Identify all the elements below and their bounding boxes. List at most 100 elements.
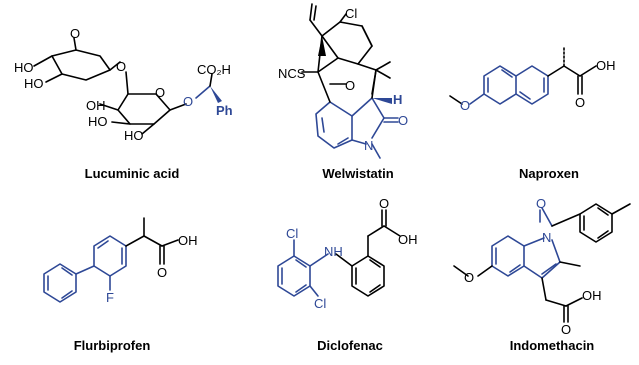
atom-o-acid: O (561, 322, 571, 337)
bond-me-2 (375, 69, 391, 79)
atom-oh: OH (582, 288, 602, 303)
atom-ho-1: HO (14, 60, 34, 75)
bond-ar-ch (125, 235, 145, 247)
bond-c-oh (383, 225, 401, 237)
structure-indomethacin: O N O OH O (453, 196, 631, 337)
bond-dcl-db-3 (295, 259, 307, 268)
bond-c3-ch2 (541, 277, 547, 301)
atom-ho-2: HO (24, 76, 44, 91)
atom-ph: Ph (216, 103, 233, 118)
bond-cl (339, 13, 347, 23)
bond-cp-db-3 (597, 230, 609, 239)
bond-ch2-cooh (545, 299, 567, 307)
bond-h-wedge (372, 98, 392, 104)
atom-oh: OH (398, 232, 418, 247)
structure-diclofenac: Cl Cl NH OH O (277, 196, 418, 311)
bond-ho1 (33, 55, 53, 67)
bond-o-me (449, 95, 463, 105)
bond-c2-c3-db (541, 263, 557, 275)
bond-ar-db-3 (369, 259, 381, 268)
atom-n: N (364, 138, 373, 153)
bond-n-ar (351, 139, 367, 145)
caption-indomethacin: Indomethacin (510, 338, 595, 353)
atom-co2h: CO₂H (197, 62, 231, 77)
atom-o-lactam: O (398, 113, 408, 128)
atom-h: H (393, 92, 402, 107)
bond-ho4 (141, 123, 155, 135)
bond-cp-db-2 (597, 207, 609, 216)
bond-n-me (371, 143, 381, 159)
bond-benzo-ring (315, 101, 353, 149)
bond-ho3 (111, 121, 131, 125)
atom-o-link: O (116, 59, 126, 74)
bond-ar-ch (547, 65, 565, 77)
bond-c-oh (579, 65, 597, 77)
atom-cl: Cl (345, 6, 357, 21)
bond-o-me (453, 265, 469, 277)
bond-quat-c (317, 35, 323, 73)
atom-ncs: NCS (278, 66, 306, 81)
bond-naph-db-3 (519, 91, 531, 100)
atom-f: F (106, 290, 114, 305)
bond-oh1 (99, 103, 119, 111)
atom-o-ring-1: O (70, 26, 80, 41)
bond-ar-nh (309, 253, 329, 267)
caption-naproxen: Naproxen (519, 166, 579, 181)
bond-carbonyl-ar (551, 213, 581, 227)
atom-o-acid: O (575, 95, 585, 110)
bond-c3-c2 (371, 97, 385, 119)
atom-cl-2: Cl (314, 296, 326, 311)
bond-ch-cooh (143, 235, 163, 247)
atom-ho-4: HO (124, 128, 144, 143)
bond-fluoro-db-1 (97, 240, 109, 249)
bond-co-n (541, 207, 553, 227)
atom-o-methoxy: O (460, 98, 470, 113)
bond-vinyl-1 (309, 19, 323, 37)
bond-naph-db-2 (501, 69, 513, 78)
atom-ho-3: HO (88, 114, 108, 129)
bond-ind-db-2 (509, 264, 521, 273)
bond-h-stereo (361, 25, 373, 47)
bond-gly-o (169, 103, 187, 111)
bond-c3-gem (371, 69, 377, 99)
atom-o-methoxy: O (464, 270, 474, 285)
bond-vinyl-3 (313, 5, 317, 21)
bond-c2-n (371, 117, 385, 139)
bond-c-oh (161, 239, 179, 247)
bond-chlorophenyl-ring (579, 203, 613, 243)
bond-ch2-cooh (367, 225, 385, 237)
bond-para-sub (611, 203, 631, 215)
structure-lucuminic-acid: HO HO O O O OH HO HO O CO₂H Ph (14, 26, 233, 143)
bond-gem-c (357, 63, 377, 71)
atom-o-ring-2: O (155, 85, 165, 100)
bond-ar-o (469, 93, 485, 105)
bond-me-1 (375, 61, 391, 71)
structure-naproxen: O O OH (449, 45, 616, 113)
atom-o-acid: O (379, 196, 389, 211)
bond-wedge-ph (210, 86, 222, 103)
bond-c-cl2 (309, 285, 319, 297)
bond-c-n (523, 237, 545, 247)
atom-oh: OH (178, 233, 198, 248)
bond-n-c2 (551, 239, 561, 263)
bond-link-o1 (109, 61, 121, 71)
bond-c-oh (565, 297, 583, 307)
atom-o-ketone: O (345, 78, 355, 93)
bond-c2-c3 (541, 261, 561, 279)
bond-vinyl-2 (309, 3, 313, 21)
caption-welwistatin: Welwistatin (322, 166, 393, 181)
atom-o-acid: O (157, 265, 167, 280)
bond-cyclohexane (321, 21, 373, 65)
atom-o-carbonyl: O (536, 196, 546, 211)
bond-c2-me (559, 261, 581, 267)
bond-link-o2 (125, 71, 129, 95)
bond-c3 (351, 97, 373, 117)
atom-oh-1: OH (86, 98, 106, 113)
bond-ar-o (477, 265, 493, 277)
atom-cl-1: Cl (286, 226, 298, 241)
bond-dcl-db-2 (295, 284, 307, 293)
bond-phenyl-db-3 (61, 290, 73, 299)
structure-welwistatin: Cl NCS O O N H (278, 3, 408, 159)
